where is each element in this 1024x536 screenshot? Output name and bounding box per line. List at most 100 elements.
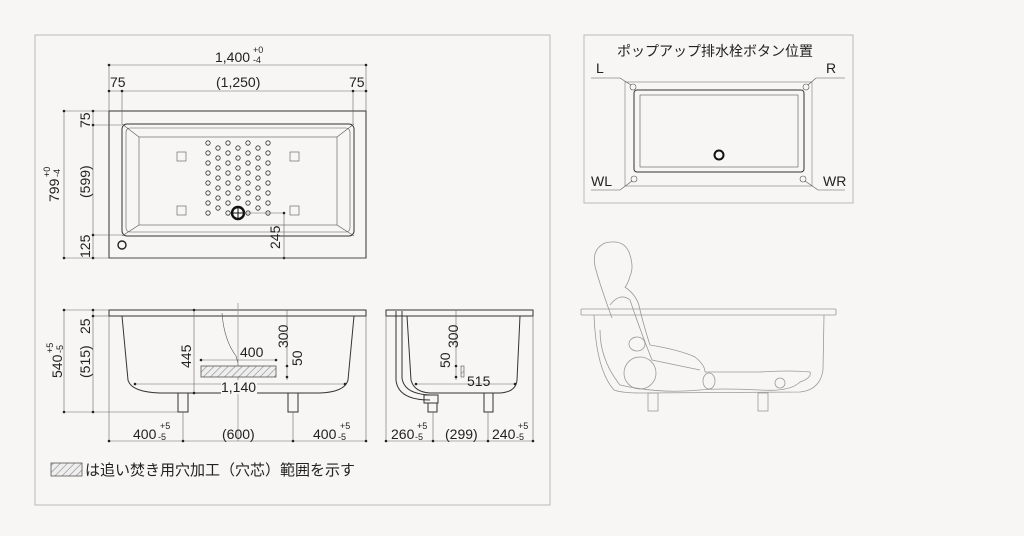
dim-inner-depth: (515): [77, 345, 93, 378]
bubble-hole: [205, 140, 211, 146]
bubble-hole: [215, 165, 221, 171]
bubble-hole: [265, 170, 271, 176]
person-in-tub-illustration: [580, 241, 837, 412]
popup-button-icon: [117, 240, 127, 250]
front-view: 400 445 300 50 1,140 540 +5 -5 25 (515) …: [45, 303, 368, 443]
bubble-hole: [235, 165, 241, 171]
drawing-frame: [34, 34, 551, 506]
marker-square: [176, 151, 187, 162]
label-wl: WL: [591, 173, 612, 189]
bubble-hole: [205, 210, 211, 216]
dim-depth-445: 445: [178, 344, 194, 368]
bubble-hole: [265, 140, 271, 146]
dim-rim-thickness: 25: [77, 318, 93, 334]
bubble-hole: [235, 145, 241, 151]
tol-plus: +5: [340, 421, 350, 431]
bubble-hole: [205, 170, 211, 176]
label-r: R: [826, 60, 836, 76]
bubble-hole: [265, 160, 271, 166]
dim-side-leg-left: 260: [391, 426, 415, 442]
dim-rim-bottom: 125: [77, 234, 93, 258]
dim-leg-left: 400: [133, 426, 157, 442]
dim-rim-top: 75: [77, 112, 93, 128]
bubble-hole: [225, 170, 231, 176]
legend-text: は追い焚き用穴加工（穴芯）範囲を示す: [85, 461, 355, 479]
bubble-hole: [255, 175, 261, 181]
marker-square: [289, 151, 300, 162]
dim-bottom-length: 1,140: [221, 379, 256, 395]
tol-minus: -5: [55, 345, 65, 353]
dim-rim-right: 75: [349, 74, 365, 90]
bubble-hole: [205, 180, 211, 186]
tol-plus: +5: [160, 421, 170, 431]
bubble-hole: [255, 195, 261, 201]
bubble-hole: [205, 160, 211, 166]
bubble-hole: [235, 155, 241, 161]
bubble-hole: [245, 190, 251, 196]
bubble-hole: [235, 195, 241, 201]
side-view: 300 50 515 260 +5 -5 (299) 240 +5 -5: [384, 309, 535, 443]
dim-leg-right: 400: [313, 426, 337, 442]
dim-overall-width: 799: [46, 178, 62, 202]
bubble-hole: [225, 150, 231, 156]
dim-hole-width: 400: [240, 344, 264, 360]
tol-plus: +0: [253, 45, 263, 55]
marker-square: [289, 205, 300, 216]
bubble-hole: [265, 150, 271, 156]
bubble-hole: [245, 140, 251, 146]
bubble-hole: [255, 155, 261, 161]
dim-overall-length: 1,400: [215, 49, 250, 65]
bubble-hole: [245, 160, 251, 166]
bubble-hole: [245, 170, 251, 176]
bubble-hole: [225, 180, 231, 186]
tol-minus: -5: [415, 432, 423, 442]
bubble-hole: [215, 205, 221, 211]
bubble-hole: [215, 145, 221, 151]
dim-side-leg-center: (299): [445, 426, 478, 442]
bubble-hole: [255, 165, 261, 171]
bubble-hole: [215, 175, 221, 181]
bubble-hole: [265, 180, 271, 186]
bubble-hole: [225, 200, 231, 206]
tol-plus: +5: [45, 343, 55, 353]
popup-button-panel: ポップアップ排水栓ボタン位置 L R WL WR: [583, 34, 854, 204]
tol-minus: -5: [516, 432, 524, 442]
tol-minus: -5: [338, 432, 346, 442]
dim-height: 540: [49, 354, 65, 378]
bubble-hole: [225, 140, 231, 146]
bubble-hole: [235, 185, 241, 191]
bubble-hole: [225, 160, 231, 166]
panel-title: ポップアップ排水栓ボタン位置: [617, 43, 813, 59]
tol-plus: +5: [518, 421, 528, 431]
dim-leg-center: (600): [222, 426, 255, 442]
tol-plus: +0: [42, 167, 52, 177]
bubble-hole: [255, 145, 261, 151]
bubble-hole: [245, 180, 251, 186]
dim-hole-depth: 300: [275, 324, 291, 348]
bubble-hole: [225, 210, 231, 216]
dim-side-depth: 300: [445, 324, 461, 348]
marker-square: [176, 205, 187, 216]
top-view: 245 1,400 +0 -4 75 (1,250) 75 799 +0 -4 …: [42, 45, 368, 260]
label-wr: WR: [823, 173, 846, 189]
bubble-hole: [255, 205, 261, 211]
dim-hole-height: 50: [289, 350, 305, 366]
dim-drain-offset: 245: [267, 225, 283, 249]
bubble-hole: [265, 200, 271, 206]
bubble-hole: [265, 190, 271, 196]
reheat-hole-area: [200, 365, 277, 378]
dim-inner-width: (599): [77, 165, 93, 198]
bubble-hole: [205, 190, 211, 196]
dim-side-bottom: 515: [467, 373, 491, 389]
dim-rim-left: 75: [110, 74, 126, 90]
bubble-hole: [245, 150, 251, 156]
bubble-hole: [205, 150, 211, 156]
bubble-holes: [205, 140, 271, 216]
bubble-hole: [255, 185, 261, 191]
tol-minus: -4: [52, 169, 62, 177]
tol-minus: -4: [253, 55, 261, 65]
tol-plus: +5: [417, 421, 427, 431]
bubble-hole: [215, 195, 221, 201]
legend: は追い焚き用穴加工（穴芯）範囲を示す: [50, 461, 355, 479]
